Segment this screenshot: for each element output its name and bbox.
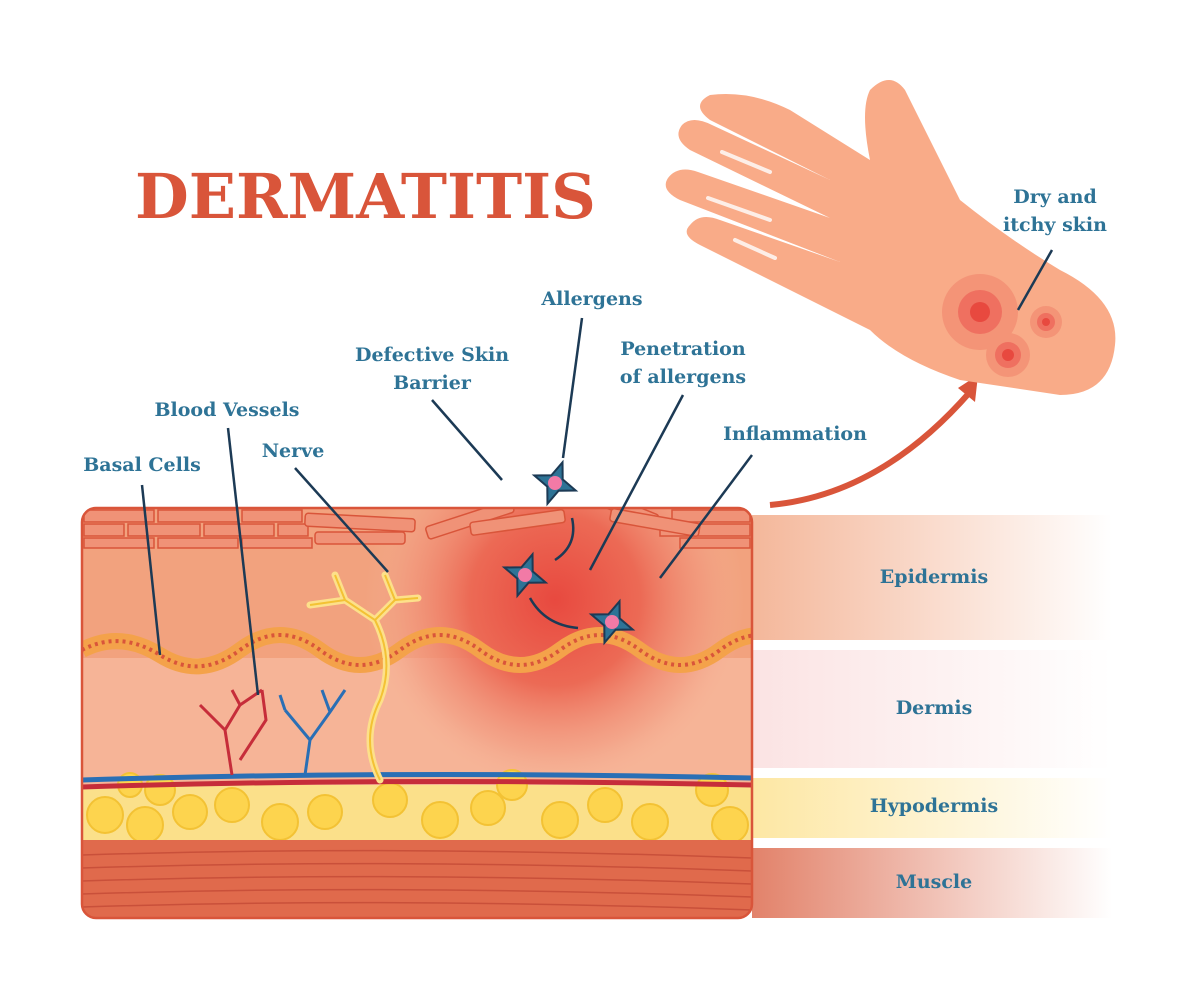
diagram-title: DERMATITIS bbox=[135, 160, 596, 233]
label-nerve: Nerve bbox=[262, 440, 325, 462]
band-muscle bbox=[752, 848, 1112, 918]
layer-label-dermis: Dermis bbox=[896, 697, 973, 719]
band-hypodermis bbox=[752, 778, 1112, 838]
label-allergens: Allergens bbox=[540, 288, 642, 310]
layer-bands: Epidermis Dermis Hypodermis Muscle bbox=[752, 515, 1112, 918]
skin-cross-section bbox=[82, 508, 752, 918]
label-blood-vessels: Blood Vessels bbox=[154, 399, 299, 421]
band-epidermis bbox=[752, 515, 1112, 640]
label-basal-cells: Basal Cells bbox=[83, 454, 201, 476]
label-defective-barrier-line1: Defective Skin bbox=[355, 344, 509, 366]
label-penetration-line1: Penetration bbox=[620, 338, 746, 360]
layer-label-muscle: Muscle bbox=[896, 871, 972, 893]
allergen-particles bbox=[501, 459, 636, 646]
fat-cells bbox=[86, 769, 749, 844]
leader-lines bbox=[140, 249, 1054, 696]
inflammation-area bbox=[365, 508, 745, 790]
label-dry-skin-line2: itchy skin bbox=[1003, 214, 1107, 236]
layer-label-epidermis: Epidermis bbox=[880, 566, 988, 588]
capillary-red bbox=[198, 688, 268, 776]
blood-vessel-artery bbox=[82, 778, 752, 790]
capillary-blue bbox=[278, 689, 347, 776]
muscle-layer bbox=[82, 840, 752, 918]
defective-barrier-cells bbox=[304, 508, 701, 545]
hand-illustration bbox=[665, 80, 1116, 508]
band-dermis bbox=[752, 650, 1112, 768]
arrow-to-hand bbox=[769, 390, 973, 508]
blood-vessel-vein bbox=[82, 771, 752, 783]
layer-label-hypodermis: Hypodermis bbox=[870, 795, 998, 817]
label-dry-skin-line1: Dry and bbox=[1013, 186, 1097, 208]
label-inflammation: Inflammation bbox=[723, 423, 867, 445]
label-defective-barrier-line2: Barrier bbox=[393, 372, 472, 394]
label-penetration-line2: of allergens bbox=[620, 366, 746, 388]
